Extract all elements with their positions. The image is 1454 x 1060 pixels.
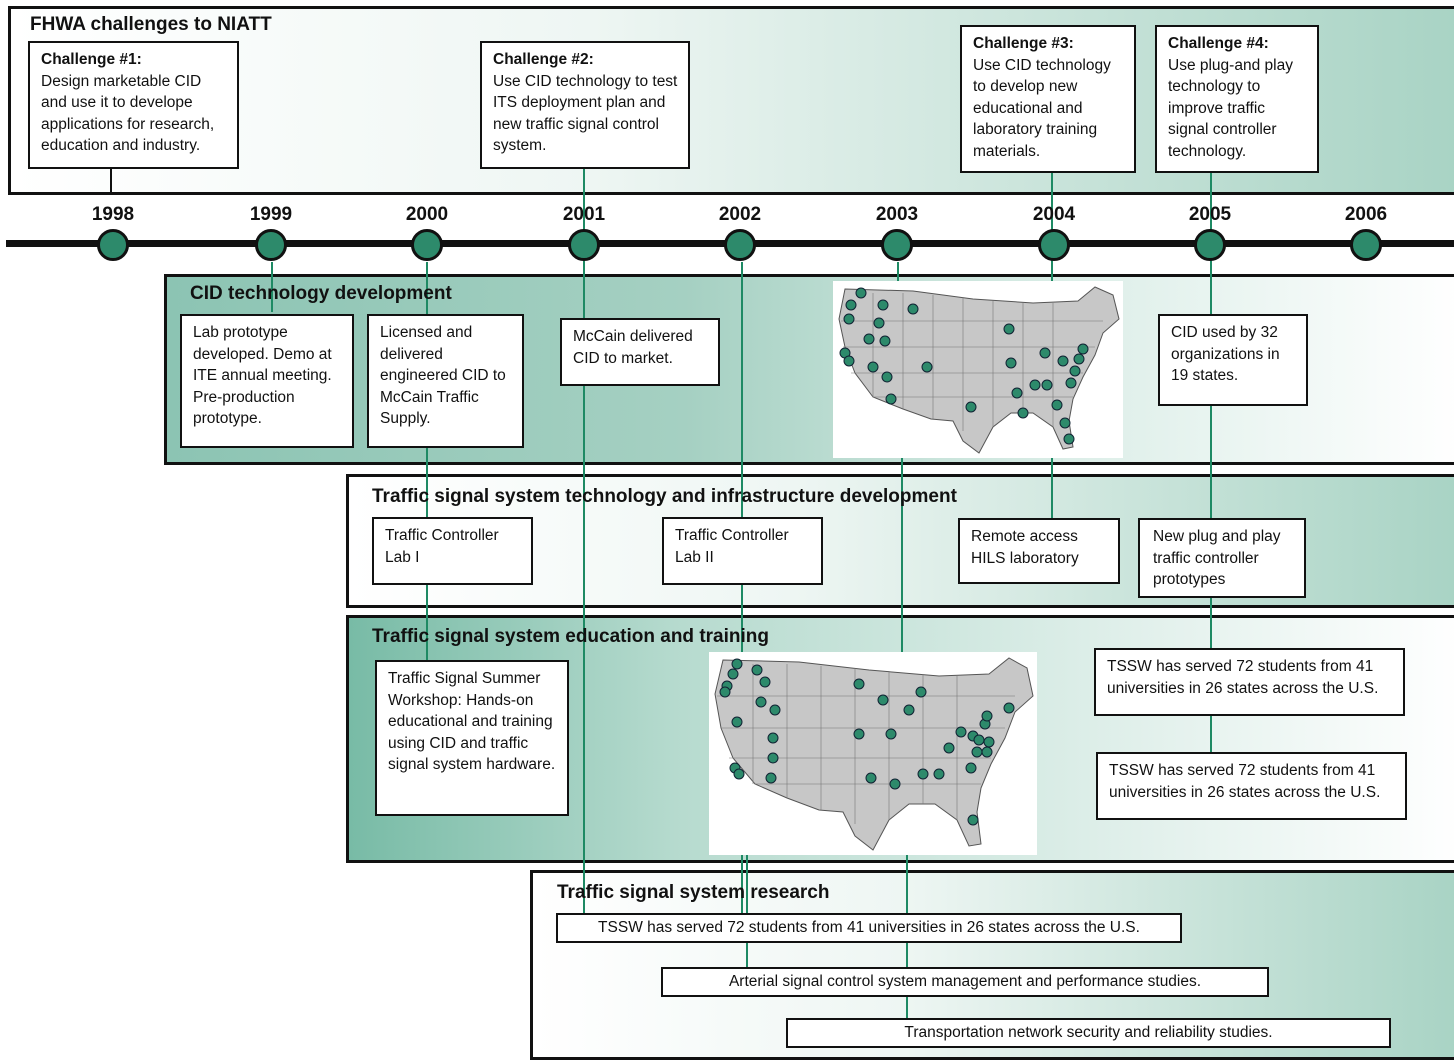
year-marker <box>411 229 443 261</box>
challenge-text: Use CID technology to test ITS deploymen… <box>493 72 678 155</box>
year-marker <box>881 229 913 261</box>
tssw-participants-map <box>709 652 1037 855</box>
cid-box-organizations: CID used by 32 organizations in 19 state… <box>1158 314 1308 406</box>
year-label: 1999 <box>249 204 293 225</box>
cid-usage-map <box>833 281 1123 458</box>
cid-box-mccain: McCain delivered CID to market. <box>560 318 720 386</box>
year-marker <box>1194 229 1226 261</box>
us-outline <box>714 657 1034 851</box>
year-label: 2006 <box>1344 204 1388 225</box>
connector-line <box>426 262 428 660</box>
challenge-title: Challenge #1: <box>41 51 142 68</box>
infra-box-hils: Remote access HILS laboratory <box>958 518 1120 584</box>
connector-line <box>583 168 585 916</box>
year-marker <box>724 229 756 261</box>
challenge-text: Use plug-and play technology to improve … <box>1168 56 1293 160</box>
year-label: 2003 <box>875 204 919 225</box>
year-label: 2002 <box>718 204 762 225</box>
year-label: 2004 <box>1032 204 1076 225</box>
edu-box-tssw-1: TSSW has served 72 students from 41 univ… <box>1094 648 1405 716</box>
year-marker <box>1038 229 1070 261</box>
year-label: 2005 <box>1188 204 1232 225</box>
challenge-title: Challenge #3: <box>973 35 1074 52</box>
challenge-title: Challenge #2: <box>493 51 594 68</box>
year-marker <box>568 229 600 261</box>
challenge-3-box: Challenge #3: Use CID technology to deve… <box>960 25 1136 173</box>
year-marker <box>1350 229 1382 261</box>
connector-line <box>897 262 899 282</box>
challenge-2-box: Challenge #2: Use CID technology to test… <box>480 41 690 169</box>
connector-line <box>741 262 743 924</box>
infra-box-lab1: Traffic Controller Lab I <box>372 517 533 585</box>
year-marker <box>97 229 129 261</box>
us-map-2 <box>714 657 1034 851</box>
us-map-1 <box>838 286 1120 454</box>
connector-line <box>110 168 112 194</box>
challenge-text: Design marketable CID and use it to deve… <box>41 72 215 155</box>
infra-box-plug-play: New plug and play traffic controller pro… <box>1138 518 1306 598</box>
edu-section-title: Traffic signal system education and trai… <box>372 626 769 647</box>
cid-box-licensed: Licensed and delivered engineered CID to… <box>367 314 524 448</box>
connector-line <box>271 262 273 312</box>
infra-box-lab2: Traffic Controller Lab II <box>662 517 823 585</box>
infra-section-title: Traffic signal system technology and inf… <box>372 486 957 507</box>
connector-line <box>746 852 748 970</box>
year-label: 2000 <box>405 204 449 225</box>
research-box-arterial: Arterial signal control system managemen… <box>661 967 1269 997</box>
year-label: 1998 <box>91 204 135 225</box>
us-outline <box>838 286 1120 454</box>
edu-box-tssw-2: TSSW has served 72 students from 41 univ… <box>1096 752 1407 820</box>
research-box-tssw: TSSW has served 72 students from 41 univ… <box>556 913 1182 943</box>
cid-section-title: CID technology development <box>190 283 452 304</box>
research-section-title: Traffic signal system research <box>557 882 830 903</box>
cid-box-prototype: Lab prototype developed. Demo at ITE ann… <box>180 314 354 448</box>
edu-box-workshop: Traffic Signal Summer Workshop: Hands-on… <box>375 660 569 816</box>
challenge-title: Challenge #4: <box>1168 35 1269 52</box>
year-label: 2001 <box>562 204 606 225</box>
challenge-1-box: Challenge #1: Design marketable CID and … <box>28 41 239 169</box>
year-marker <box>255 229 287 261</box>
connector-line <box>1210 172 1212 752</box>
challenge-4-box: Challenge #4: Use plug-and play technolo… <box>1155 25 1319 173</box>
connector-line <box>901 456 903 656</box>
challenges-title: FHWA challenges to NIATT <box>30 14 272 35</box>
research-box-security: Transportation network security and reli… <box>786 1018 1391 1048</box>
challenge-text: Use CID technology to develop new educat… <box>973 56 1111 160</box>
